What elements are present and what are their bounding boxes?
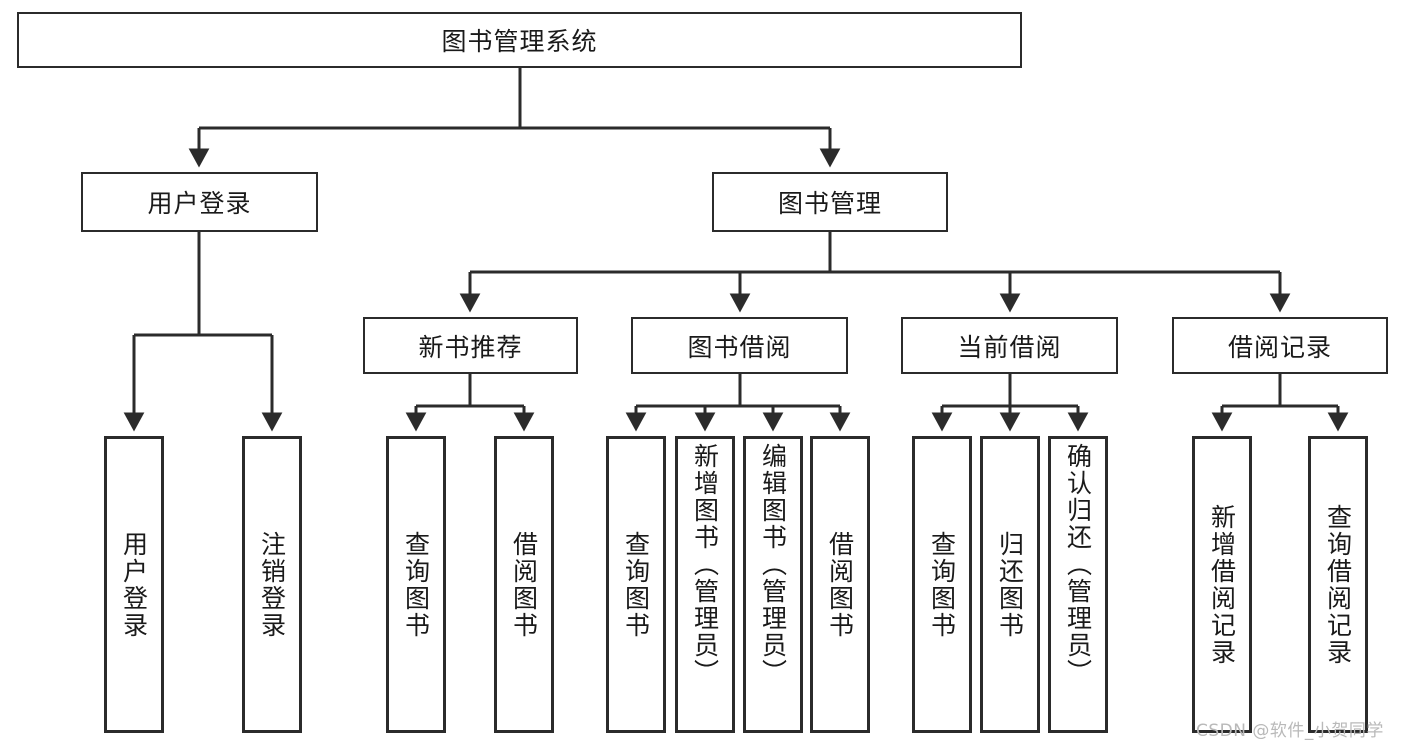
- node-root-label: 图书管理系统: [441, 27, 598, 56]
- leaf-edit-book-label: 编辑图书（管理员）: [758, 443, 788, 686]
- leaf-query-record[interactable]: 查询借阅记录: [1308, 436, 1368, 733]
- leaf-return-book[interactable]: 归还图书: [980, 436, 1040, 733]
- node-new-book-recommend-label: 新书推荐: [418, 332, 523, 362]
- leaf-query-book-3-label: 查询图书: [927, 530, 957, 639]
- leaf-edit-book[interactable]: 编辑图书（管理员）: [743, 436, 803, 733]
- node-book-manage-label: 图书管理: [777, 189, 882, 218]
- node-book-borrow-label: 图书借阅: [687, 332, 792, 362]
- leaf-borrow-book-2-label: 借阅图书: [825, 530, 855, 639]
- leaf-borrow-book-1-label: 借阅图书: [509, 530, 539, 639]
- leaf-user-login[interactable]: 用户登录: [104, 436, 164, 733]
- node-borrow-record[interactable]: 借阅记录: [1172, 317, 1388, 374]
- leaf-borrow-book-2[interactable]: 借阅图书: [810, 436, 870, 733]
- node-new-book-recommend[interactable]: 新书推荐: [363, 317, 578, 374]
- leaf-user-logout[interactable]: 注销登录: [242, 436, 302, 733]
- leaf-query-book-2-label: 查询图书: [621, 530, 651, 639]
- leaf-add-book-label: 新增图书（管理员）: [690, 443, 720, 686]
- leaf-query-record-label: 查询借阅记录: [1323, 503, 1353, 666]
- csdn-watermark: CSDN @软件_小贺同学: [1196, 721, 1384, 741]
- leaf-add-book[interactable]: 新增图书（管理员）: [675, 436, 735, 733]
- node-root[interactable]: 图书管理系统: [17, 12, 1022, 68]
- node-user-login-label: 用户登录: [147, 189, 252, 218]
- leaf-borrow-book-1[interactable]: 借阅图书: [494, 436, 554, 733]
- node-book-manage[interactable]: 图书管理: [712, 172, 948, 232]
- node-book-borrow[interactable]: 图书借阅: [631, 317, 848, 374]
- leaf-query-book-1[interactable]: 查询图书: [386, 436, 446, 733]
- node-current-borrow-label: 当前借阅: [957, 332, 1062, 362]
- leaf-user-login-label: 用户登录: [119, 530, 149, 639]
- leaf-confirm-return-label: 确认归还（管理员）: [1063, 443, 1093, 686]
- leaf-return-book-label: 归还图书: [995, 530, 1025, 639]
- node-borrow-record-label: 借阅记录: [1227, 332, 1332, 362]
- leaf-query-book-1-label: 查询图书: [401, 530, 431, 639]
- leaf-add-record-label: 新增借阅记录: [1207, 503, 1237, 666]
- leaf-add-record[interactable]: 新增借阅记录: [1192, 436, 1252, 733]
- node-current-borrow[interactable]: 当前借阅: [901, 317, 1118, 374]
- leaf-confirm-return[interactable]: 确认归还（管理员）: [1048, 436, 1108, 733]
- leaf-query-book-3[interactable]: 查询图书: [912, 436, 972, 733]
- leaf-query-book-2[interactable]: 查询图书: [606, 436, 666, 733]
- leaf-user-logout-label: 注销登录: [257, 530, 287, 639]
- node-user-login[interactable]: 用户登录: [81, 172, 318, 232]
